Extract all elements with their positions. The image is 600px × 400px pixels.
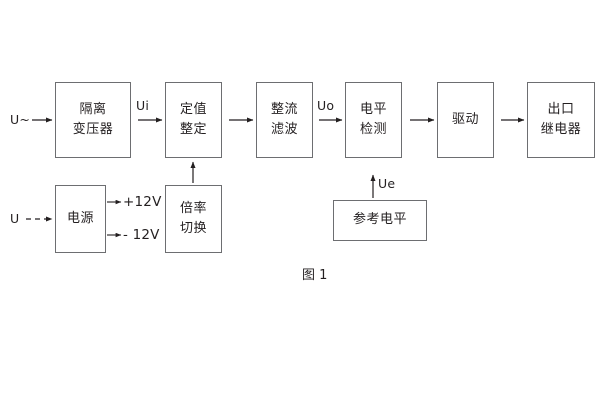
- label-rail-negative-12v: - 12V: [123, 227, 160, 243]
- label-signal-ue: Ue: [378, 176, 396, 191]
- block-setting-value[interactable]: 定值 整定: [165, 82, 222, 158]
- block-level-detection[interactable]: 电平 检测: [345, 82, 402, 158]
- block-power-supply-line-1: 电源: [66, 210, 94, 226]
- block-level-detection-line-2: 检测: [359, 122, 387, 137]
- label-input-u-dc: U: [10, 211, 20, 226]
- block-ratio-switching-line-1: 倍率: [179, 200, 207, 216]
- block-rectify-filter-line-1: 整流: [270, 101, 298, 117]
- label-rail-positive-12v: +12V: [123, 194, 162, 210]
- block-isolation-transformer-line-2: 变压器: [72, 122, 114, 137]
- block-rectify-filter[interactable]: 整流 滤波: [256, 82, 313, 158]
- block-output-relay-line-2: 继电器: [540, 122, 582, 137]
- block-output-relay-line-1: 出口: [547, 101, 575, 117]
- block-ratio-switching-line-2: 切换: [179, 221, 207, 236]
- block-isolation-transformer[interactable]: 隔离 变压器: [55, 82, 131, 158]
- block-drive[interactable]: 驱动: [437, 82, 494, 158]
- block-ratio-switching[interactable]: 倍率 切换: [165, 185, 222, 253]
- block-level-detection-line-1: 电平: [359, 101, 387, 117]
- label-signal-ui: Ui: [136, 98, 150, 113]
- block-setting-value-line-1: 定值: [179, 101, 207, 117]
- block-drive-line-1: 驱动: [451, 111, 479, 127]
- block-reference-level-line-1: 参考电平: [352, 212, 407, 228]
- label-input-u-ac: U~: [10, 112, 31, 127]
- block-setting-value-line-2: 整定: [179, 122, 207, 137]
- block-isolation-transformer-line-1: 隔离: [79, 101, 107, 117]
- label-signal-uo: Uo: [317, 98, 335, 113]
- figure-caption: 图 1: [302, 268, 328, 283]
- block-rectify-filter-line-2: 滤波: [270, 122, 298, 137]
- block-power-supply[interactable]: 电源: [55, 185, 106, 253]
- block-reference-level[interactable]: 参考电平: [333, 200, 427, 241]
- block-output-relay[interactable]: 出口 继电器: [527, 82, 595, 158]
